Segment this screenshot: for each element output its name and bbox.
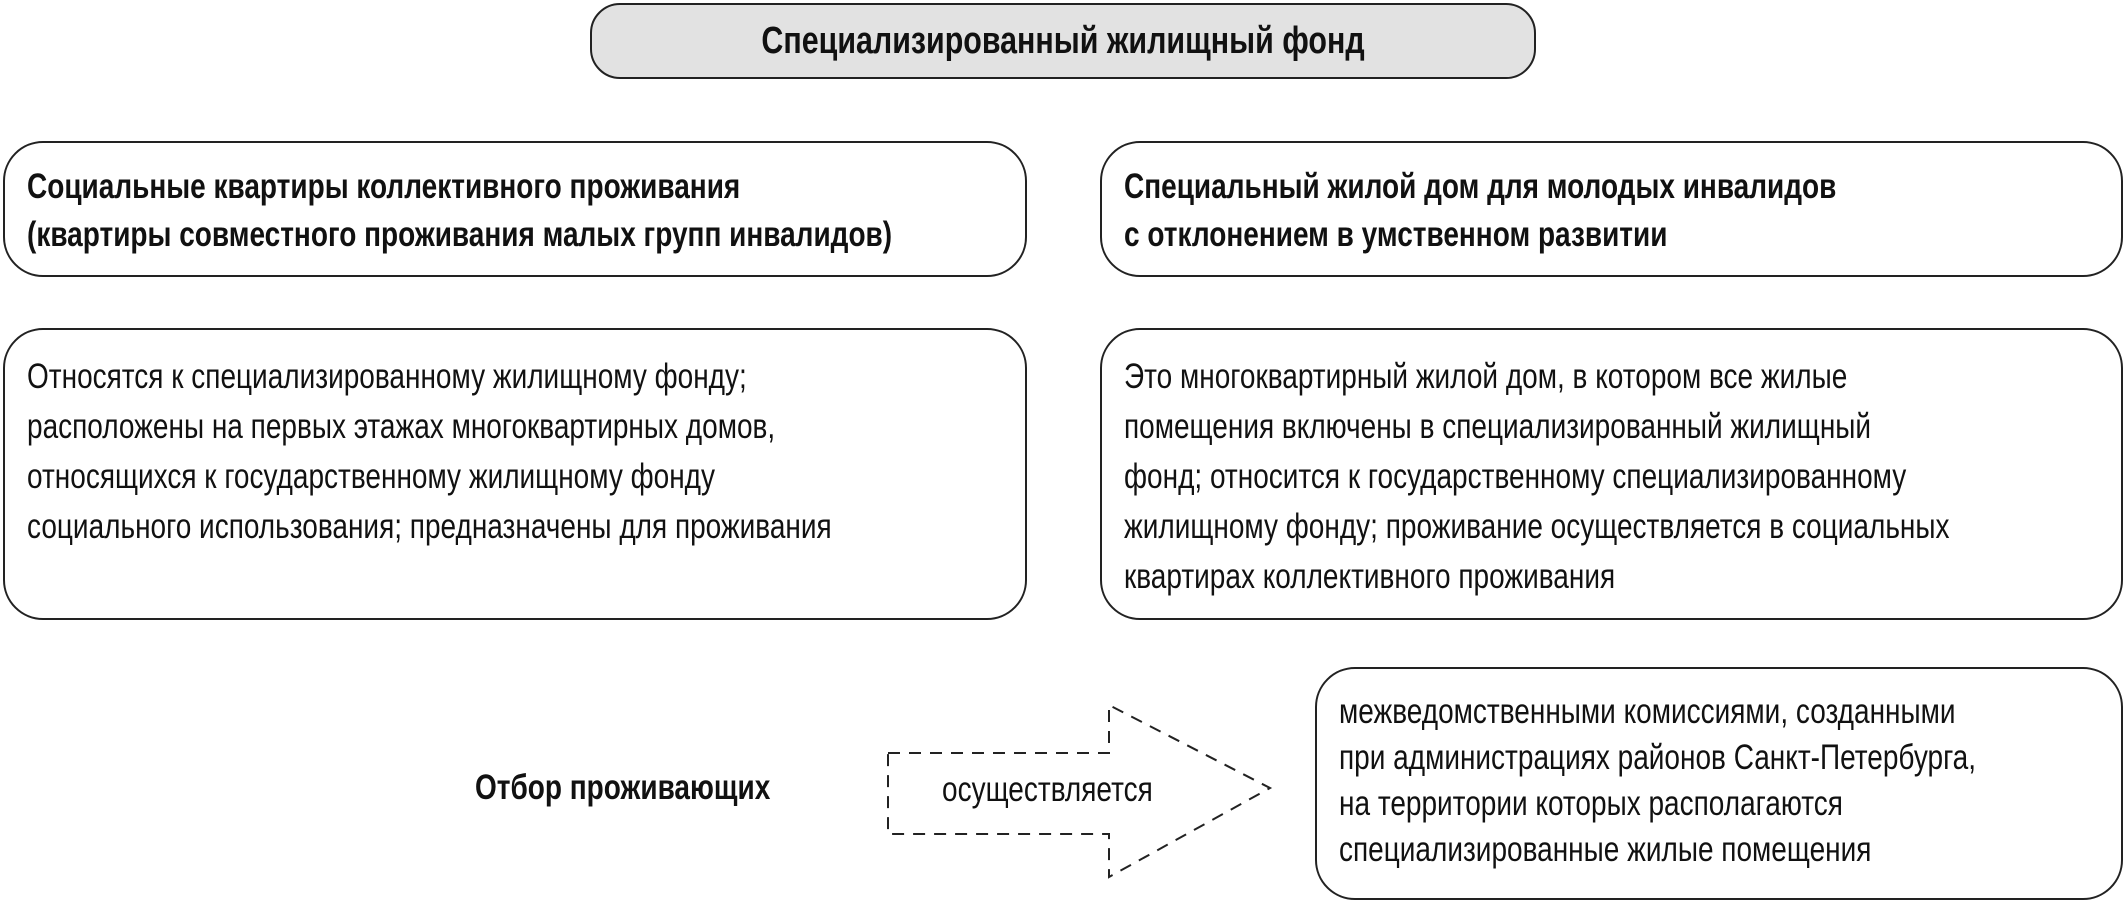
arrow-label: осуществляется — [942, 770, 1205, 810]
left-header-box: Социальные квартиры коллективного прожив… — [3, 141, 1027, 277]
right-header-line: Специальный жилой дом для молодых инвали… — [1124, 167, 1837, 206]
left-body-line: социального использования; предназначены… — [27, 507, 832, 546]
right-body-line: жилищному фонду; проживание осуществляет… — [1124, 507, 1950, 546]
left-body-box: Относятся к специализированному жилищном… — [3, 328, 1027, 620]
left-header-line: (квартиры совместного проживания малых г… — [27, 215, 893, 254]
selection-label: Отбор проживающих — [475, 768, 844, 808]
right-body-line: фонд; относится к государственному специ… — [1124, 457, 1907, 496]
dashed-arrow-icon — [887, 703, 1273, 879]
left-body-line: Относятся к специализированному жилищном… — [27, 357, 747, 396]
result-line: межведомственными комиссиями, созданными — [1339, 692, 1956, 731]
right-body-box: Это многоквартирный жилой дом, в котором… — [1100, 328, 2123, 620]
result-line: при администрациях районов Санкт-Петербу… — [1339, 738, 1977, 777]
title-box: Специализированный жилищный фонд — [590, 3, 1536, 79]
diagram-title: Специализированный жилищный фонд — [761, 19, 1365, 62]
left-header-line: Социальные квартиры коллективного прожив… — [27, 167, 741, 206]
right-body-line: Это многоквартирный жилой дом, в котором… — [1124, 357, 1848, 396]
right-body-line: помещения включены в специализированный … — [1124, 407, 1872, 446]
arrow-label-text: осуществляется — [942, 770, 1153, 809]
result-line: на территории которых располагаются — [1339, 784, 1843, 823]
right-header-line: с отклонением в умственном развитии — [1124, 215, 1668, 254]
left-body-line: относящихся к государственному жилищному… — [27, 457, 716, 496]
right-header-box: Специальный жилой дом для молодых инвали… — [1100, 141, 2123, 277]
result-line: специализированные жилые помещения — [1339, 830, 1872, 869]
result-box: межведомственными комиссиями, созданными… — [1315, 667, 2123, 900]
selection-label-text: Отбор проживающих — [475, 768, 771, 807]
right-body-line: квартирах коллективного проживания — [1124, 557, 1616, 596]
left-body-line: расположены на первых этажах многокварти… — [27, 407, 776, 446]
